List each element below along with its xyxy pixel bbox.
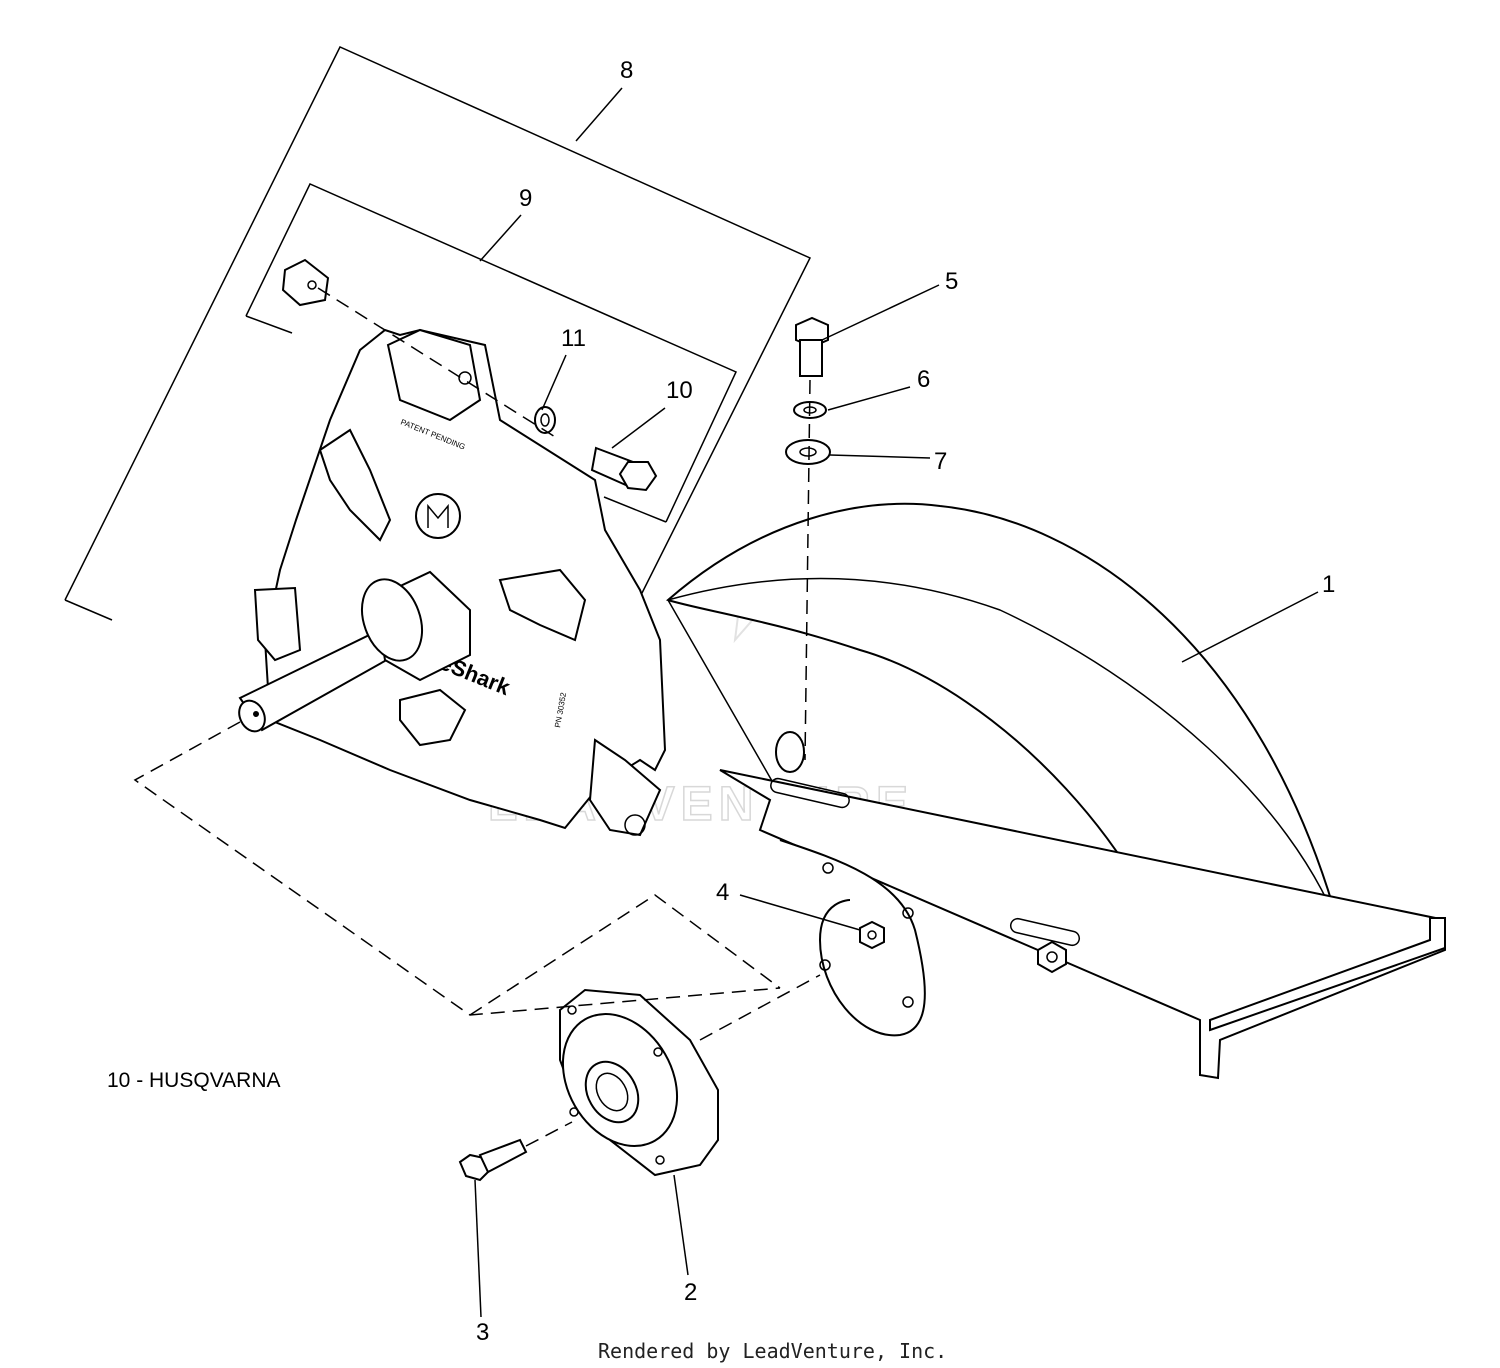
part-3-bolt: [458, 1138, 528, 1182]
pivot-pin: [281, 258, 330, 307]
leader-3: [474, 1179, 482, 1318]
footer-credit: Rendered by LeadVenture, Inc.: [598, 1339, 947, 1363]
assembly-line-5: [804, 379, 811, 761]
leader-2: [673, 1174, 689, 1276]
callout-3: 3: [476, 1319, 489, 1346]
part-7-washer: [785, 439, 831, 465]
leader-10: [611, 407, 666, 449]
kit-9-bracket: [245, 183, 738, 523]
leader-4: [739, 894, 861, 931]
guard-bolt: [1037, 940, 1067, 974]
assembly-line-2: [699, 974, 821, 1041]
leader-9: [479, 214, 522, 262]
shaft: [238, 570, 471, 733]
callout-6: 6: [917, 366, 930, 393]
part-5-bolt: [795, 316, 829, 377]
guard-plate: PATENT PENDING eShark PN 30352: [253, 328, 667, 837]
callout-11: 11: [561, 325, 586, 352]
assembly-line: [317, 287, 561, 441]
callout-7: 7: [934, 448, 947, 475]
leader-8: [575, 87, 623, 142]
callout-9: 9: [519, 185, 532, 212]
callout-8: 8: [620, 57, 633, 84]
model-note: 10 - HUSQVARNA: [107, 1069, 281, 1092]
leader-6: [827, 386, 911, 411]
callout-10: 10: [666, 377, 693, 404]
callout-2: 2: [684, 1279, 697, 1306]
part-1-blade-guard: [665, 502, 1446, 1080]
assembly-path-flange: [469, 894, 781, 1016]
part-10-bolt: [590, 446, 658, 492]
logo-icon: [415, 493, 461, 539]
callout-1: 1: [1322, 571, 1335, 598]
part-2-flange: [559, 988, 719, 1177]
assembly-path-shaft: [133, 721, 781, 1016]
leader-1: [1181, 591, 1319, 663]
leader-7: [829, 454, 931, 459]
leader-5: [821, 284, 940, 341]
callout-5: 5: [945, 268, 958, 295]
part-4-nut: [859, 920, 885, 950]
part-11-washer: [534, 406, 556, 434]
callout-4: 4: [716, 879, 729, 906]
leader-11: [541, 354, 567, 411]
assembly-line-3: [525, 1121, 573, 1147]
assembly-8-bracket: [64, 46, 812, 621]
